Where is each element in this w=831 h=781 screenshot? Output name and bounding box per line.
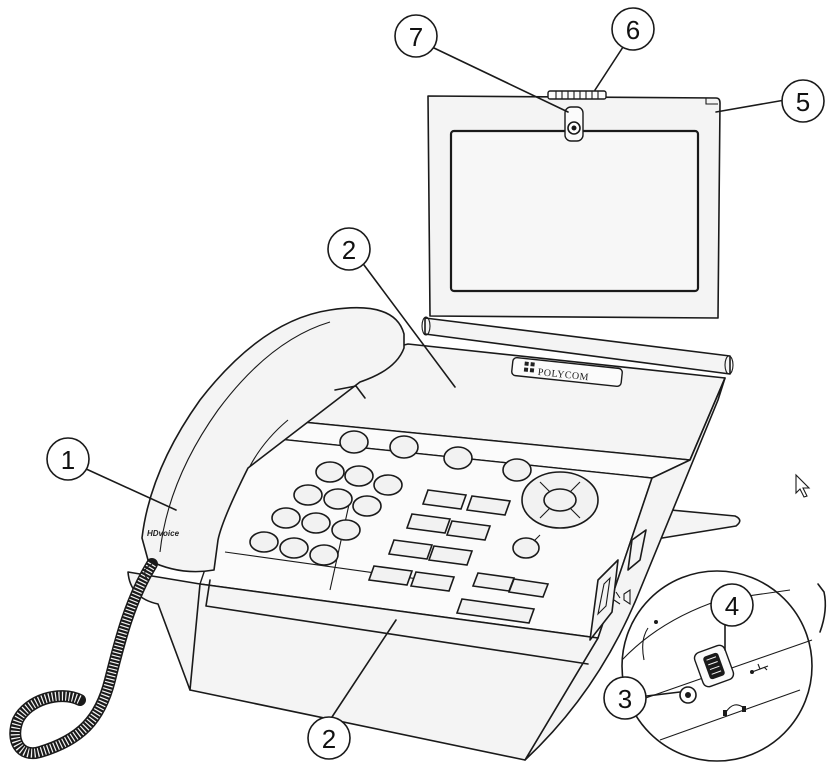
callout-2-top: 2 (328, 228, 370, 270)
dial-key[interactable] (374, 475, 402, 495)
callout-1: 1 (47, 438, 89, 480)
callout-2-bottom: 2 (308, 717, 350, 759)
display-screen (451, 131, 698, 291)
line-key[interactable] (340, 431, 368, 453)
display-monitor (422, 91, 733, 374)
callout-number: 6 (626, 15, 640, 45)
dial-key[interactable] (310, 545, 338, 565)
callout-number: 1 (61, 445, 75, 475)
nav-select-button[interactable] (544, 489, 576, 511)
dial-key[interactable] (332, 520, 360, 540)
dial-key[interactable] (250, 532, 278, 552)
hdvoice-badge: HDvoice (147, 529, 180, 538)
line-key[interactable] (390, 436, 418, 458)
dial-key[interactable] (345, 466, 373, 486)
callout-number: 4 (725, 591, 739, 621)
coiled-cord (15, 564, 152, 753)
dial-key[interactable] (294, 485, 322, 505)
dial-key[interactable] (272, 508, 300, 528)
dial-key[interactable] (302, 513, 330, 533)
line-key[interactable] (503, 459, 531, 481)
callout-6: 6 (612, 8, 654, 50)
dial-key[interactable] (353, 496, 381, 516)
callout-number: 2 (342, 235, 356, 265)
callout-5: 5 (782, 80, 824, 122)
nav-side-key[interactable] (513, 538, 539, 558)
headset-jack (680, 687, 696, 703)
dial-key[interactable] (316, 462, 344, 482)
callout-number: 5 (796, 87, 810, 117)
dial-key[interactable] (280, 538, 308, 558)
callout-3: 3 (604, 677, 646, 719)
callout-number: 3 (618, 684, 632, 714)
mouse-cursor-icon (796, 475, 809, 497)
dial-key[interactable] (324, 489, 352, 509)
line-key[interactable] (444, 447, 472, 469)
callout-number: 2 (322, 724, 336, 754)
callout-4: 4 (711, 584, 753, 626)
callout-number: 7 (409, 22, 423, 52)
callout-7: 7 (395, 15, 437, 57)
camera-shutter (548, 91, 606, 99)
